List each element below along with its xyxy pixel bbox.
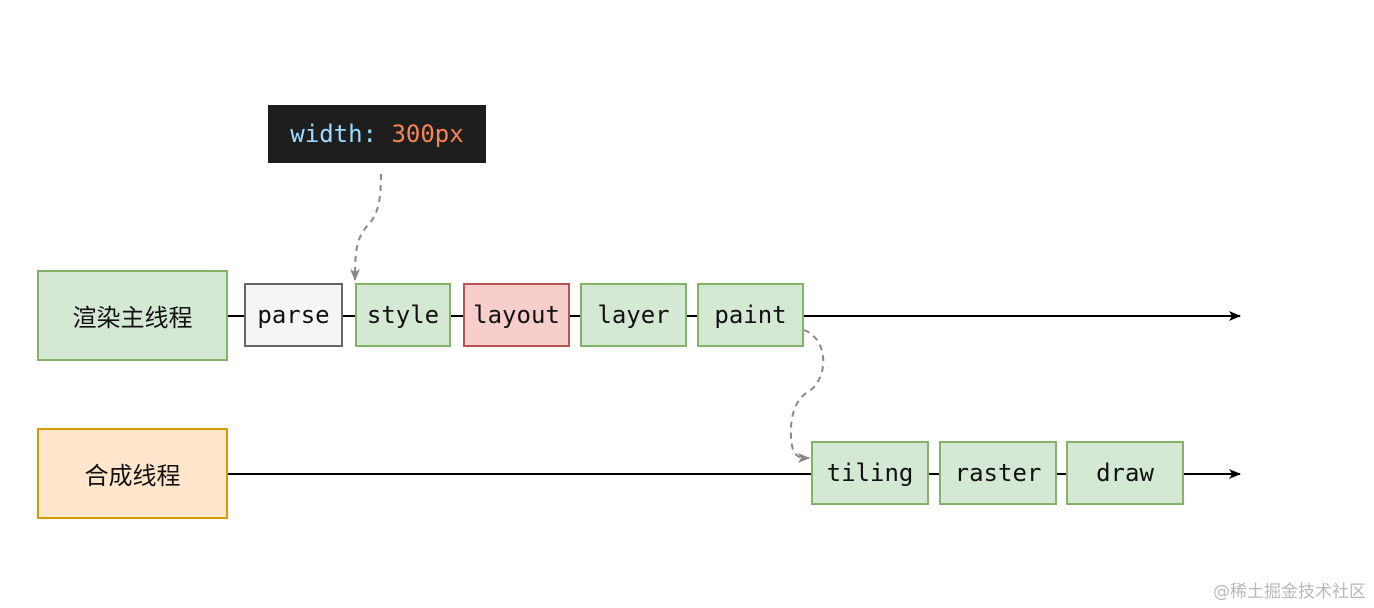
code-value: 300px bbox=[391, 120, 464, 148]
watermark: @稀土掘金技术社区 bbox=[1213, 582, 1366, 602]
code-to-style-arrow bbox=[350, 173, 382, 281]
stage-paint: paint bbox=[697, 283, 804, 347]
stage-tiling: tiling bbox=[811, 441, 929, 505]
stage-parse: parse bbox=[244, 283, 343, 347]
stage-style: style bbox=[355, 283, 451, 347]
code-snippet: width: 300px bbox=[268, 105, 486, 163]
stage-layer: layer bbox=[580, 283, 687, 347]
code-property: width: bbox=[290, 120, 377, 148]
stage-layout: layout bbox=[463, 283, 570, 347]
compositor-thread-label: 合成线程 bbox=[37, 428, 228, 519]
stage-raster: raster bbox=[939, 441, 1057, 505]
paint-to-tiling-arrow bbox=[789, 329, 825, 463]
stage-draw: draw bbox=[1066, 441, 1184, 505]
main-thread-label: 渲染主线程 bbox=[37, 270, 228, 361]
